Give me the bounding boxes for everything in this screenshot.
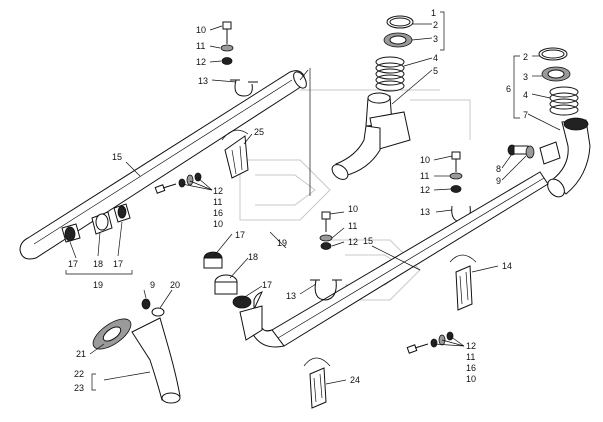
label-10-right: 10 <box>420 155 430 165</box>
label-10-center: 10 <box>348 204 358 214</box>
bolt-stack-upper <box>220 21 234 65</box>
label-24: 24 <box>350 375 360 385</box>
label-23: 23 <box>74 383 84 393</box>
bolt-stack-right <box>449 151 471 223</box>
label-6: 6 <box>506 84 511 94</box>
sleeves-center <box>203 251 252 309</box>
label-20: 20 <box>170 280 180 290</box>
label-2-right: 2 <box>523 52 528 62</box>
label-12-center: 12 <box>348 237 358 247</box>
label-10-lower: 10 <box>466 374 476 384</box>
label-14: 14 <box>502 261 512 271</box>
label-3-right: 3 <box>523 72 528 82</box>
label-15-upper: 15 <box>112 152 122 162</box>
background-guides <box>239 89 471 301</box>
elbow-assembly-2 <box>538 47 591 198</box>
label-13-center: 13 <box>286 291 296 301</box>
bolt-stack-center <box>310 211 342 301</box>
label-17-left-b: 17 <box>113 259 123 269</box>
tube-lower-long <box>239 171 549 348</box>
label-9-right: 9 <box>496 176 501 186</box>
label-10-left: 10 <box>213 219 223 229</box>
label-4-right: 4 <box>523 90 528 100</box>
label-13-right: 13 <box>420 207 430 217</box>
spring-bellows-1 <box>375 56 405 92</box>
label-19-center: 19 <box>277 238 287 248</box>
sleeves-left <box>61 203 131 243</box>
label-16-left: 16 <box>213 208 223 218</box>
label-16-lower: 16 <box>466 363 476 373</box>
label-10-upper: 10 <box>196 25 206 35</box>
elbow-assembly-1 <box>331 15 414 180</box>
label-17-center-b: 17 <box>262 280 272 290</box>
label-11-center: 11 <box>348 221 357 231</box>
clamp-bracket-25 <box>221 129 249 179</box>
clamp-13-upper <box>230 79 258 97</box>
label-3: 3 <box>433 34 438 44</box>
label-17-center-a: 17 <box>235 230 245 240</box>
label-11-left: 11 <box>213 197 222 207</box>
flange-pipe <box>92 298 181 404</box>
label-13-upper: 13 <box>198 76 208 86</box>
label-7: 7 <box>523 110 528 120</box>
label-18-center: 18 <box>248 252 258 262</box>
label-8: 8 <box>496 164 501 174</box>
label-12-upper: 12 <box>196 57 206 67</box>
label-25: 25 <box>254 127 264 137</box>
label-2: 2 <box>433 20 438 30</box>
spring-bellows-2 <box>549 86 579 116</box>
label-11-upper: 11 <box>196 41 205 51</box>
label-4: 4 <box>433 53 438 63</box>
label-1: 1 <box>431 8 436 18</box>
bolt-8-9 <box>507 144 535 159</box>
label-15-center: 15 <box>363 236 373 246</box>
part-number-labels: 1 2 3 4 5 2 3 4 6 7 10 11 12 13 25 15 12… <box>68 8 528 393</box>
label-12-lower: 12 <box>466 341 476 351</box>
label-22: 22 <box>74 369 84 379</box>
label-12-right: 12 <box>420 185 430 195</box>
label-17-left-a: 17 <box>68 259 78 269</box>
label-11-lower: 11 <box>466 352 475 362</box>
label-11-right: 11 <box>420 171 429 181</box>
label-18-left: 18 <box>93 259 103 269</box>
label-19-left: 19 <box>93 280 103 290</box>
bracket-24 <box>303 357 331 409</box>
bolt-cluster-left <box>154 172 202 194</box>
label-12-left: 12 <box>213 186 223 196</box>
bolt-cluster-right <box>406 331 454 354</box>
label-9-lower: 9 <box>150 280 155 290</box>
label-5: 5 <box>433 66 438 76</box>
label-21: 21 <box>76 349 86 359</box>
leader-lines <box>65 11 561 391</box>
bracket-14 <box>449 254 477 311</box>
